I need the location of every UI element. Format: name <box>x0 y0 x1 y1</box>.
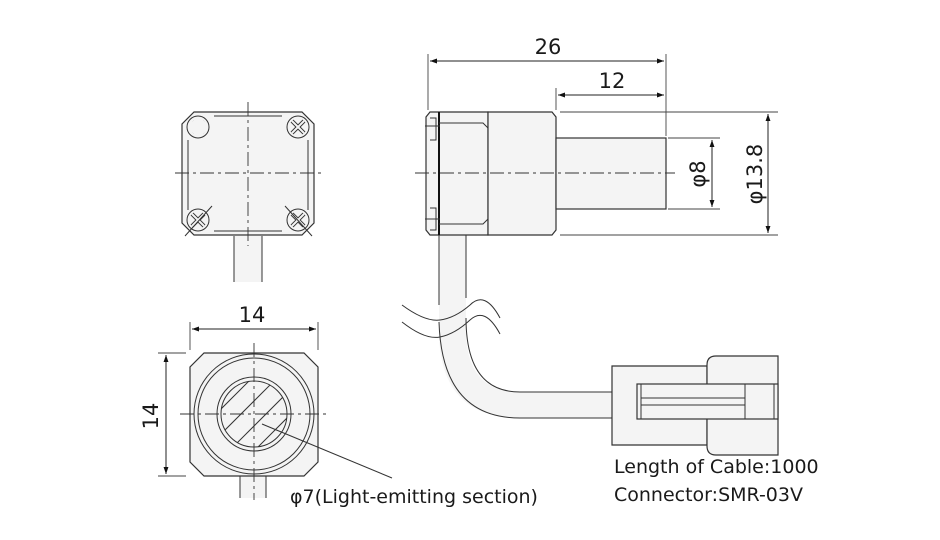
leader-line <box>261 423 393 479</box>
body-diameter-dimension: φ13.8 <box>560 111 778 236</box>
side-view <box>401 111 675 419</box>
overall-length-dimension: 26 <box>427 35 667 136</box>
rear-view <box>175 102 322 282</box>
sensor-tip <box>555 137 667 210</box>
front-body-outline <box>189 352 319 477</box>
width-label: 14 <box>239 303 266 327</box>
light-section-note: φ7(Light-emitting section) <box>290 486 538 508</box>
sensor-body <box>487 111 557 236</box>
cable-break-mark <box>401 299 501 321</box>
screw-top-right <box>286 115 310 139</box>
front-view <box>180 343 393 500</box>
overall-length-label: 26 <box>535 35 562 59</box>
tip-length-label: 12 <box>599 69 626 93</box>
cable <box>439 235 612 418</box>
connector <box>611 355 779 456</box>
tip-length-dimension: 12 <box>555 69 664 110</box>
screw-top-left <box>186 115 210 139</box>
body-diameter-label: φ13.8 <box>743 144 767 205</box>
rear-body-outline <box>181 111 315 236</box>
screw-bottom-right <box>284 205 313 237</box>
sensor-cap <box>425 111 489 236</box>
tip-diameter-label: φ8 <box>686 160 710 187</box>
front-width-dimension: 14 <box>189 303 319 350</box>
connector-note: Connector:SMR-03V <box>614 484 803 506</box>
screw-bottom-left <box>184 205 213 237</box>
cable-length-note: Length of Cable:1000 <box>614 456 819 478</box>
height-label: 14 <box>139 403 163 430</box>
tip-diameter-dimension: φ8 <box>668 137 720 210</box>
rear-cable-stub <box>234 236 262 282</box>
front-height-dimension: 14 <box>139 352 186 477</box>
